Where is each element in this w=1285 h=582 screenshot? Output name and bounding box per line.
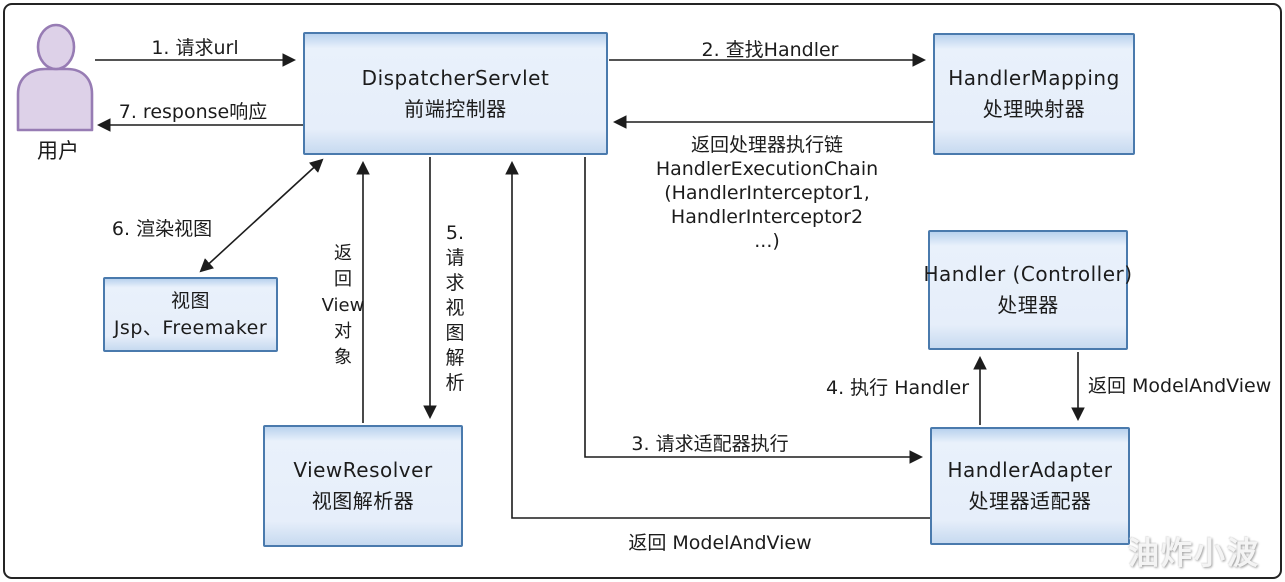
label-step5: 5. 请 求 视 图 解 析 [445,222,465,394]
label-step7: 7. response响应 [118,101,268,123]
label-step1: 1. 请求url [151,37,239,59]
label-step2: 2. 查找Handler [701,39,839,61]
view-resolver-title: ViewResolver [293,458,433,482]
label-step3: 3. 请求适配器执行 [631,433,789,455]
view-box: 视图 Jsp、Freemaker [103,277,278,352]
dispatcher-servlet-box: DispatcherServlet 前端控制器 [303,32,608,155]
label-return-modelandview-bottom: 返回 ModelAndView [628,532,812,554]
label-return-execution-chain: 返回处理器执行链 HandlerExecutionChain (HandlerI… [655,134,879,252]
user-label: 用户 [37,139,79,163]
arrow-step3-adapter-execute [584,157,924,464]
user-icon [16,23,94,132]
handler-controller-subtitle: 处理器 [997,293,1059,317]
dispatcher-servlet-title: DispatcherServlet [361,65,550,90]
user-head [36,23,76,71]
view-resolver-subtitle: 视图解析器 [311,489,415,513]
user-body [16,67,94,132]
handler-controller-title: Handler (Controller) [923,262,1133,286]
dispatcher-servlet-subtitle: 前端控制器 [404,96,507,121]
handler-adapter-subtitle: 处理器适配器 [968,489,1092,513]
handler-adapter-box: HandlerAdapter 处理器适配器 [930,427,1130,545]
arrow-step6-render-view [199,158,324,273]
arrow-return-modelandview-bottom [505,160,930,519]
view-subtitle: Jsp、Freemaker [113,316,268,339]
handler-controller-box: Handler (Controller) 处理器 [923,230,1132,350]
label-step6: 6. 渲染视图 [111,218,213,240]
label-step4: 4. 执行 Handler [825,377,970,399]
view-resolver-box: ViewResolver 视图解析器 [263,425,463,547]
handler-mapping-box: HandlerMapping 处理映射器 [933,33,1135,155]
handler-adapter-title: HandlerAdapter [947,458,1113,482]
watermark: 油炸小波 [1128,536,1260,572]
handler-mapping-subtitle: 处理映射器 [982,97,1086,121]
label-return-view-object: 返 回 View 对 象 [321,243,365,368]
handler-mapping-title: HandlerMapping [948,66,1120,90]
label-return-modelandview-right: 返回 ModelAndView [1088,375,1272,397]
view-title: 视图 [170,289,210,312]
